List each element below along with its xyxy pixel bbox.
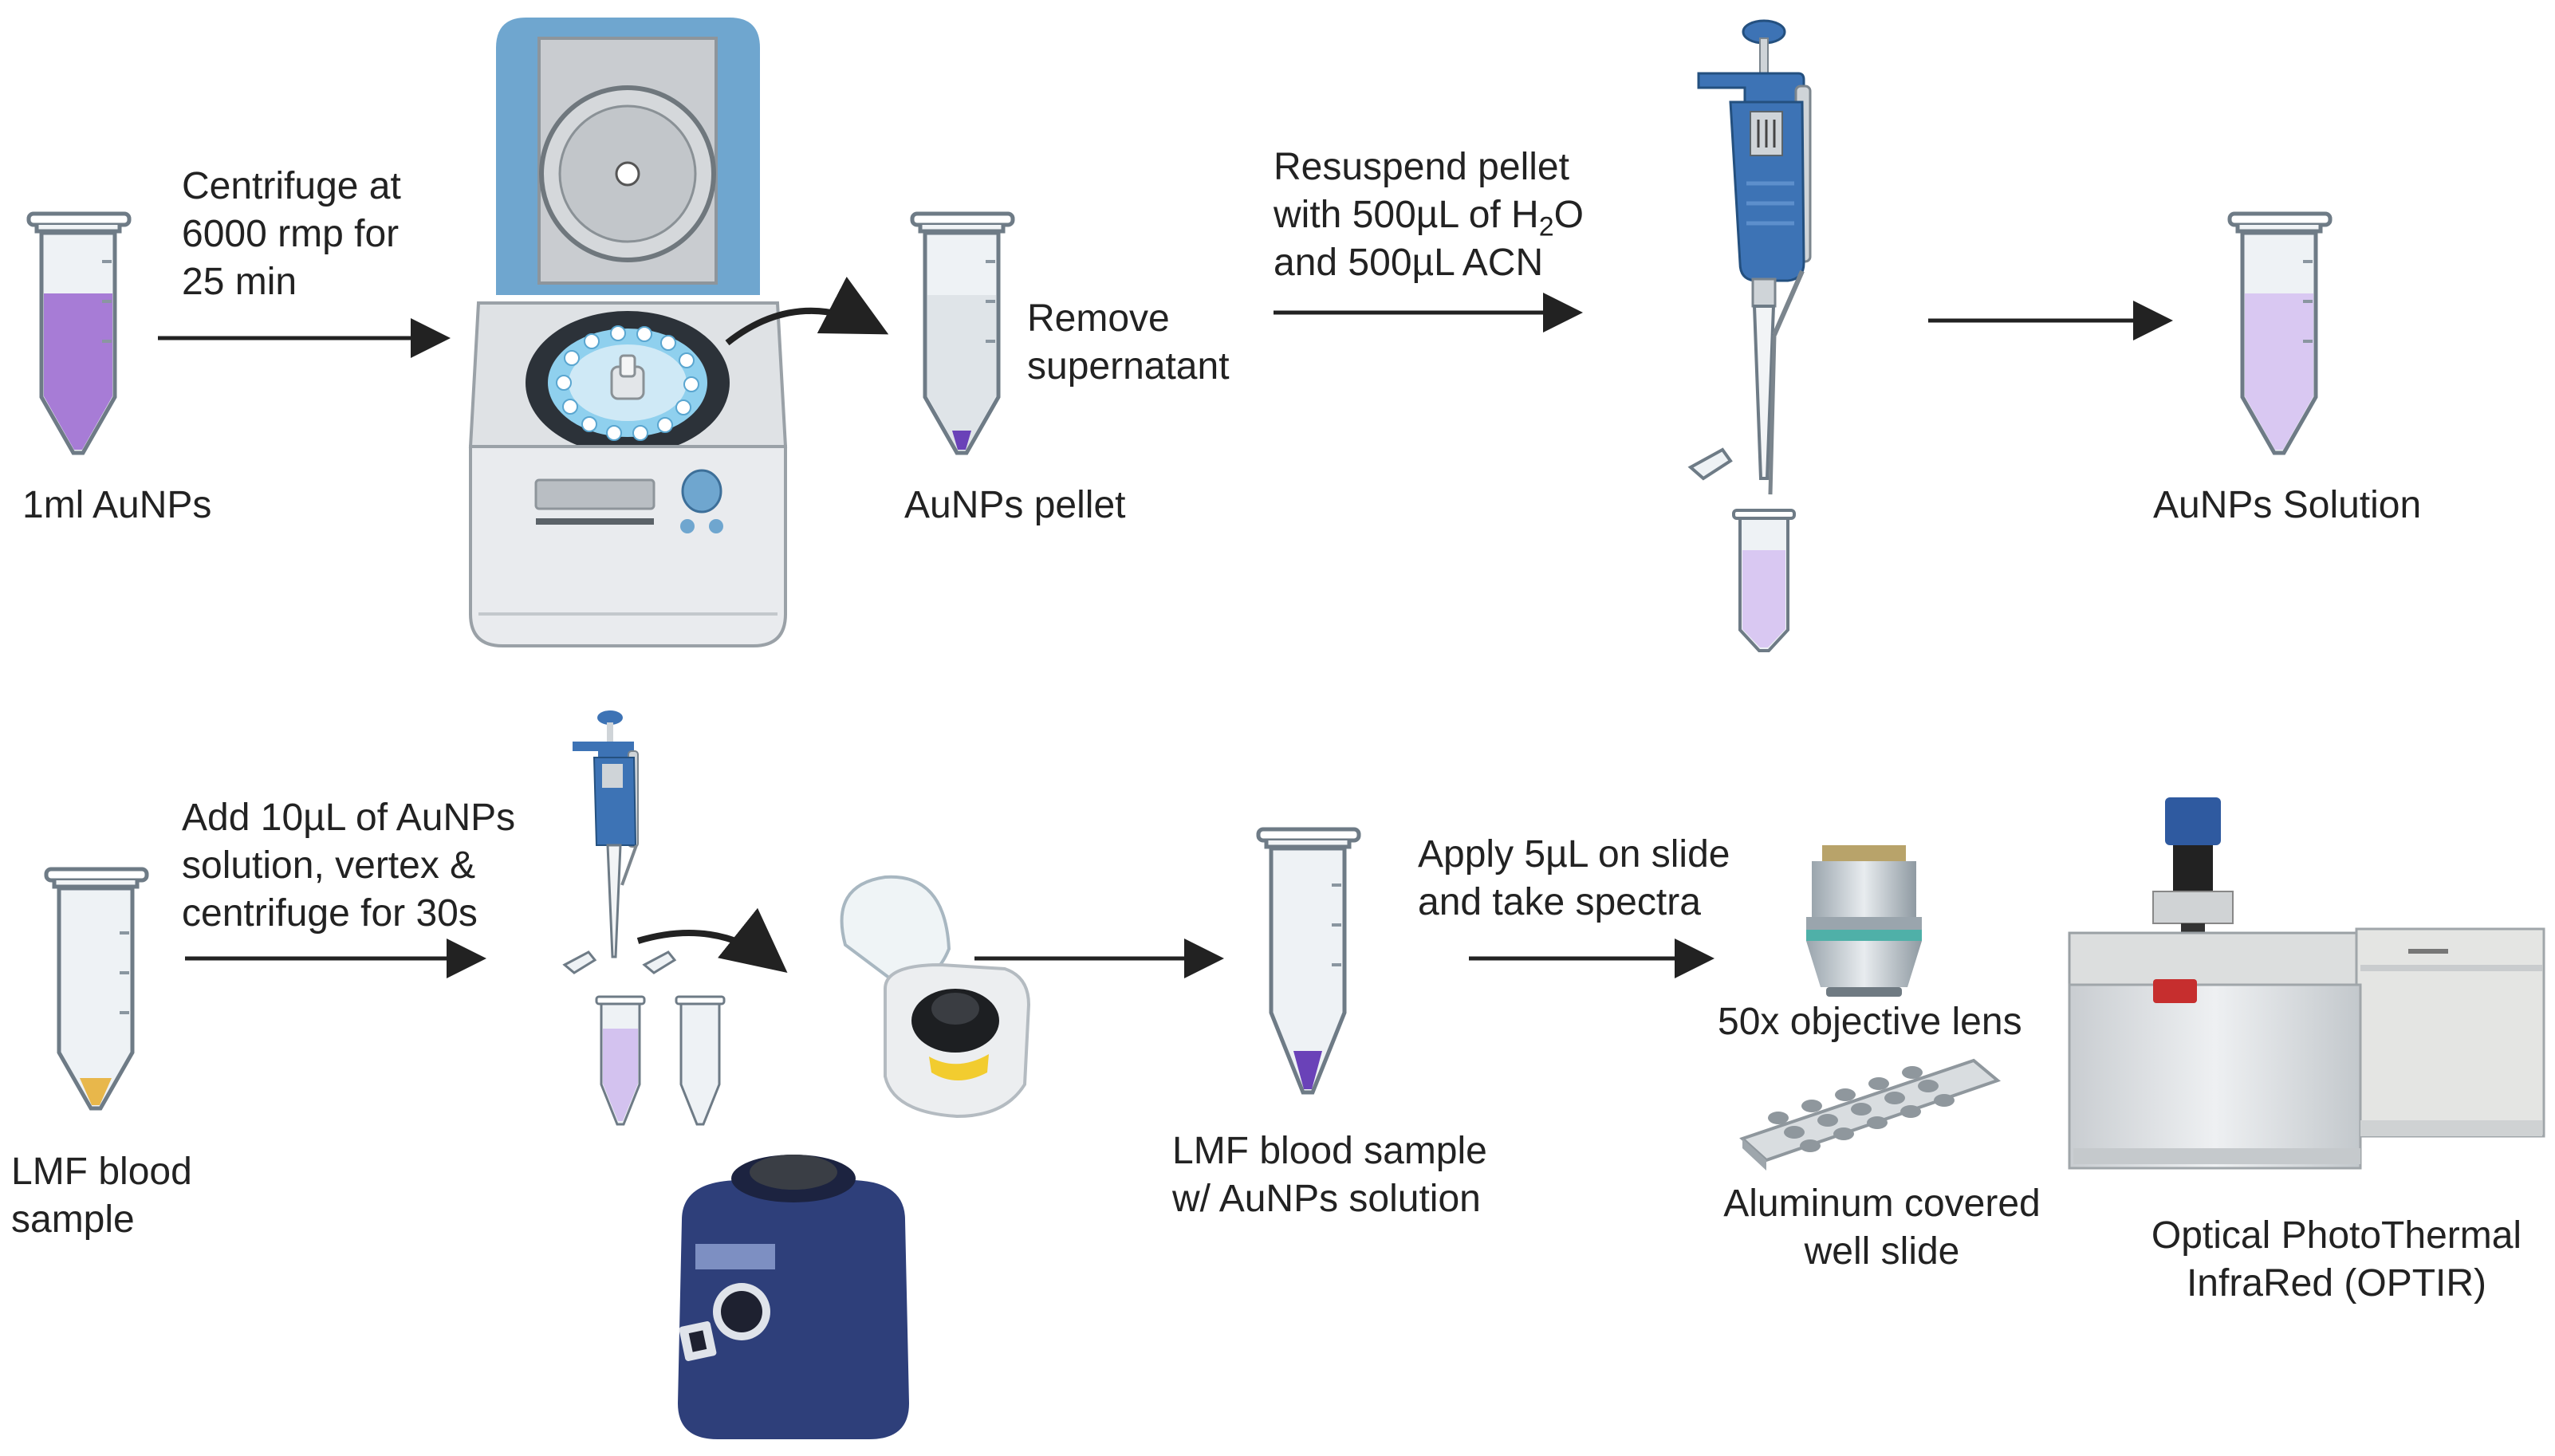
tube-icon [44,867,149,1111]
optir-instrument-icon [2068,797,2545,1170]
tube-icon [26,211,132,455]
tube-icon [910,211,1015,455]
tube-icon [642,950,726,1126]
tube-label-pellet: AuNPs pellet [904,484,1126,526]
mini-centrifuge-icon [840,875,1031,1119]
tube-label-solution: AuNPs Solution [2153,484,2422,526]
centrifuge-icon [468,18,788,647]
objective-lens-label: 50x objective lens [1718,1001,2022,1043]
pipette-icon [1697,19,1812,495]
pipette-icon [573,710,639,958]
tube-label-1ml-aunps: 1ml AuNPs [22,484,212,526]
curved-arrow [725,277,889,346]
objective-lens-icon [1806,845,1922,997]
well-slide-icon [1739,1058,2002,1171]
tube-icon [1256,827,1361,1095]
tube-icon [562,950,646,1126]
curved-arrow [636,907,788,973]
tube-icon [1687,447,1796,652]
tube-icon [2227,211,2333,455]
vortex-mixer-icon [678,1155,909,1439]
